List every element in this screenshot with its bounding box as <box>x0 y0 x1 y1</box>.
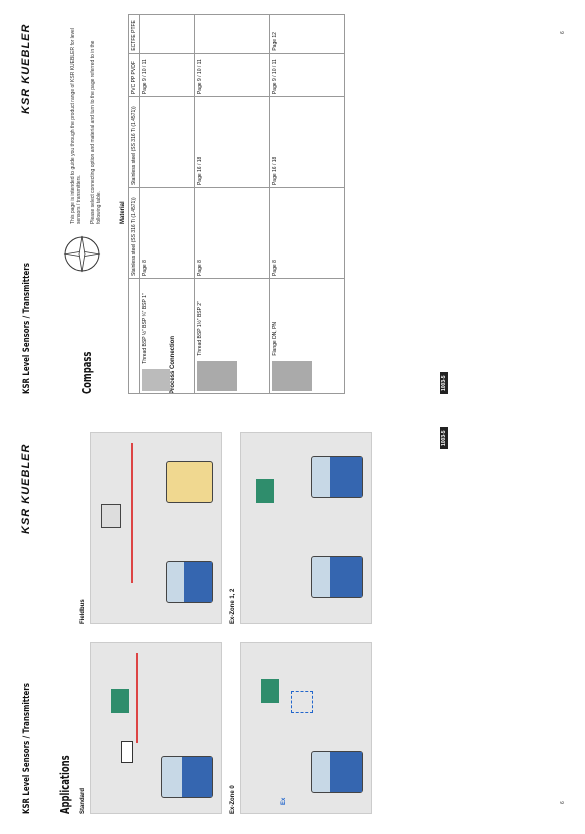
controller-icon <box>261 679 279 703</box>
panel-exzone0: Ex <box>240 642 372 814</box>
table-cell: Page 9 / 10 / 11 <box>269 53 345 97</box>
signal-line <box>136 653 138 743</box>
panel-fieldbus <box>90 432 222 624</box>
left-header-title: KSR Level Sensors / Transmitters <box>22 683 32 814</box>
panel-title-exzone0: Ex-Zone 0 <box>230 785 236 814</box>
right-section-title: Compass <box>80 351 94 394</box>
column-header: PVC PP PVDF <box>128 53 140 97</box>
right-brand-logo: KSR KUEBLER <box>20 23 32 114</box>
table-row-label: Flange DN, PN <box>269 278 345 394</box>
table-cell: Page 8 <box>194 187 270 279</box>
tank-icon <box>166 461 213 503</box>
tank-icon <box>311 751 363 793</box>
panel-title-standard: Standard <box>80 787 86 814</box>
panel-title-fieldbus: Fieldbus <box>80 599 86 624</box>
ex-barrier-icon <box>291 691 313 713</box>
tank-icon <box>311 456 363 498</box>
left-page-number: 6 <box>560 801 566 804</box>
table-cell: Page 12 <box>269 14 345 54</box>
table-cell: Page 16 / 18 <box>194 96 270 188</box>
table-cell <box>139 96 195 188</box>
threaded-housing-sensor-image <box>197 361 237 391</box>
right-page-number: 6 <box>560 31 566 34</box>
table-cell: Page 9 / 10 / 11 <box>194 53 270 97</box>
module-icon <box>121 741 133 763</box>
left-section-title: Applications <box>58 755 72 814</box>
table-cell: Page 9 / 10 / 11 <box>139 53 195 97</box>
intro-text-2: Please select connecting option and mate… <box>90 40 102 224</box>
left-page-badge: 1003-5 <box>440 427 448 449</box>
column-header: Stainless steel (SS 316 Ti (1.4571)) <box>128 96 140 188</box>
tank-icon <box>166 561 213 603</box>
threaded-sensor-image <box>142 369 170 391</box>
table-cell: Page 8 <box>139 187 195 279</box>
column-header: ECTFE PTFE <box>128 14 140 54</box>
right-header-title: KSR Level Sensors / Transmitters <box>22 263 32 394</box>
left-brand-logo: KSR KUEBLER <box>20 443 32 534</box>
panel-exzone12 <box>240 432 372 624</box>
table-cell: Page 8 <box>269 187 345 279</box>
table-cell: Page 16 / 18 <box>269 96 345 188</box>
intro-text-1: This page is intended to guide you throu… <box>70 28 82 224</box>
table-row-label: Thread BSP 1½" BSP 2" <box>194 278 270 394</box>
compass-table: Stainless steel (SS 316 Ti (1.4571)) Sta… <box>128 14 345 394</box>
flange-sensor-image <box>272 361 312 391</box>
controller-icon <box>111 689 129 713</box>
table-corner <box>128 278 140 394</box>
tank-icon <box>311 556 363 598</box>
computer-icon <box>101 504 121 528</box>
table-cell <box>194 14 270 54</box>
compass-rose-icon <box>63 235 101 273</box>
table-row-label: Thread BSP ½" BSP ¾" BSP 1" <box>139 278 195 394</box>
panel-standard <box>90 642 222 814</box>
controller-icon <box>256 479 274 503</box>
table-cell <box>139 14 195 54</box>
column-header: Stainless steel (SS 316 Ti (1.4571)) <box>128 187 140 279</box>
right-page-badge: 1003-5 <box>440 372 448 394</box>
fieldbus-line <box>131 443 133 583</box>
tank-icon <box>161 756 213 798</box>
panel-title-exzone12: Ex-Zone 1, 2 <box>230 588 236 624</box>
safety-mark: Ex <box>281 797 287 805</box>
material-label: Material <box>120 201 126 224</box>
